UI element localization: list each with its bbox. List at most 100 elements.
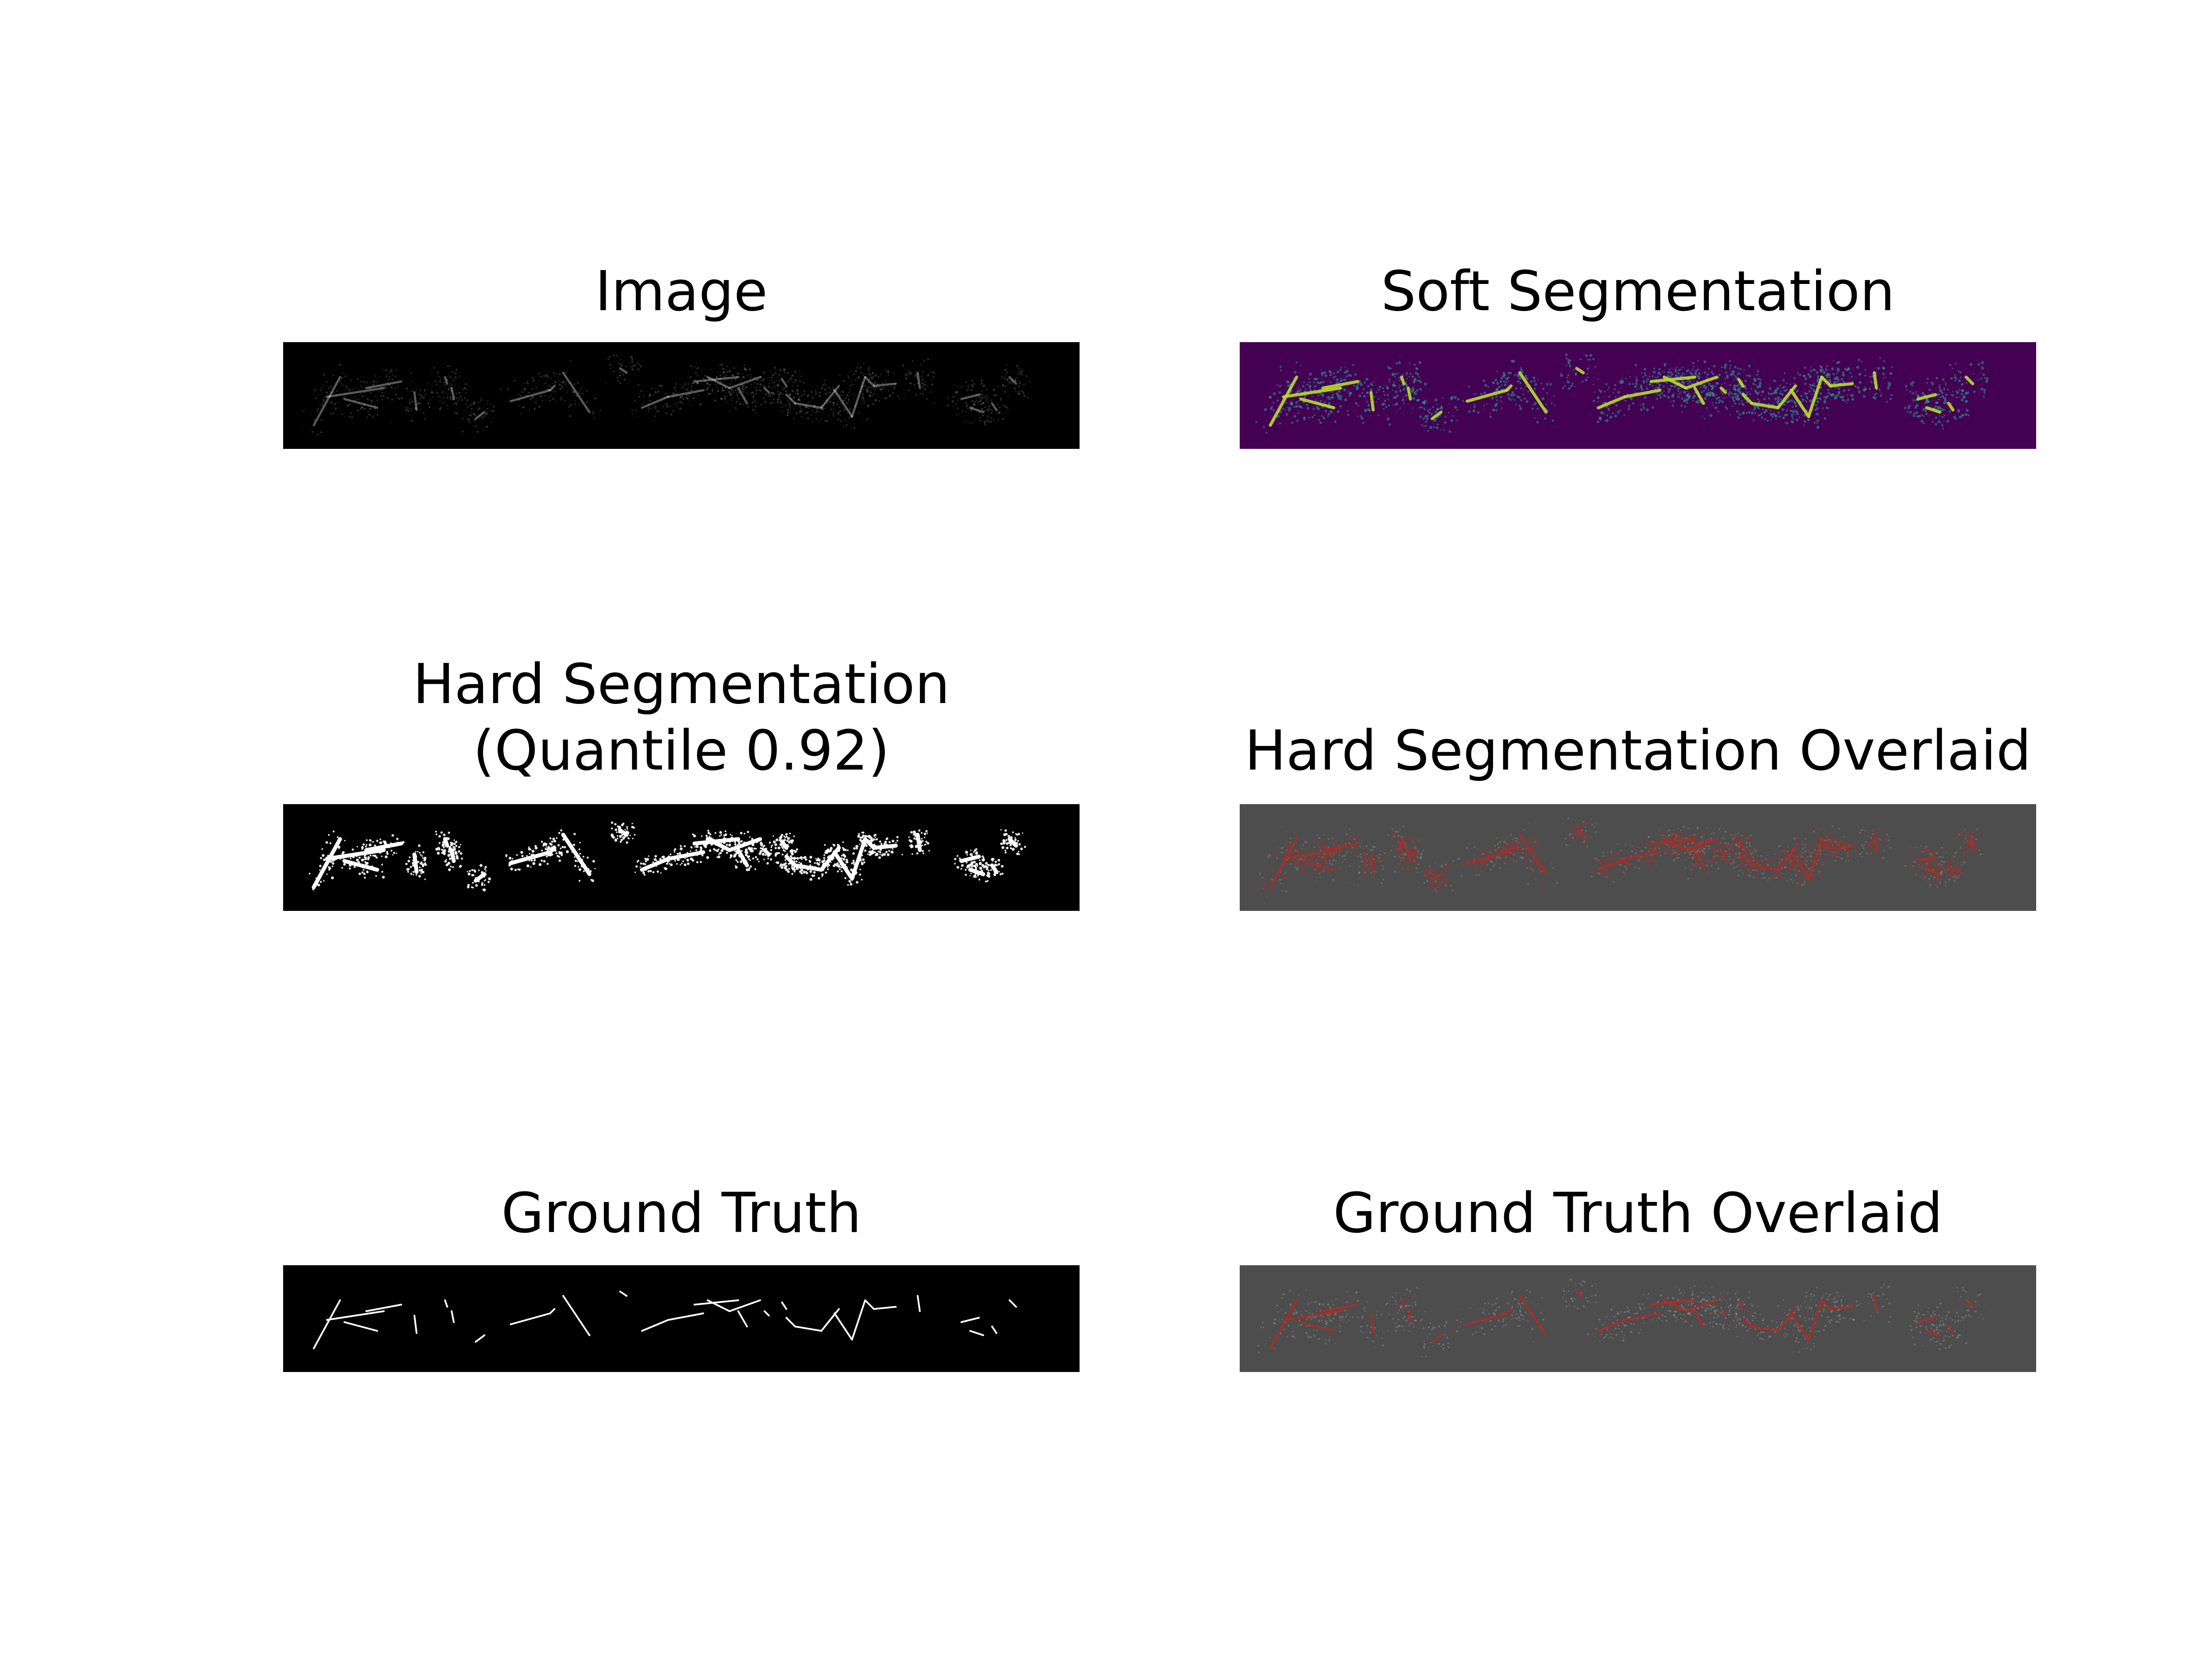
texture-dot [771, 377, 773, 378]
texture-dot [1751, 411, 1754, 415]
filament-stroke [667, 389, 705, 398]
texture-dot [592, 410, 594, 413]
texture-dot [1939, 415, 1940, 417]
texture-dot [732, 374, 734, 377]
filament-stroke [873, 382, 897, 387]
texture-dot [1726, 374, 1729, 377]
texture-dot [724, 398, 726, 400]
texture-dot [1923, 407, 1926, 410]
texture-dot [868, 369, 870, 371]
texture-dot [1725, 850, 1727, 852]
texture-dot [1584, 840, 1585, 842]
texture-dot [772, 399, 775, 401]
texture-dot [327, 431, 329, 432]
texture-dot [437, 851, 440, 855]
texture-dot [487, 881, 490, 883]
texture-dot [965, 411, 967, 413]
texture-dot [1718, 402, 1720, 404]
texture-dot [1619, 380, 1620, 382]
texture-dot [1757, 398, 1759, 400]
texture-dot [1420, 855, 1422, 857]
texture-dot [615, 838, 617, 840]
texture-dot [1851, 380, 1854, 383]
texture-dot [1773, 864, 1775, 866]
texture-dot [1383, 408, 1385, 410]
texture-dot [1324, 374, 1328, 377]
texture-dot [1553, 395, 1555, 397]
texture-dot [789, 379, 791, 381]
texture-dot [905, 374, 907, 376]
texture-dot [480, 397, 483, 399]
texture-dot [746, 868, 749, 872]
texture-dot [729, 370, 731, 372]
texture-dot [419, 402, 421, 405]
texture-dot [926, 398, 928, 400]
texture-dot [410, 873, 413, 875]
texture-dot [1777, 396, 1780, 399]
texture-dot [853, 847, 856, 850]
texture-dot [1704, 385, 1706, 387]
texture-dot [1858, 381, 1862, 384]
texture-dot [824, 420, 827, 422]
texture-dot [1495, 858, 1497, 860]
texture-dot [787, 400, 789, 402]
texture-dot [853, 393, 855, 395]
texture-dot [981, 380, 983, 382]
texture-dot [785, 868, 789, 872]
texture-dot [1697, 827, 1699, 830]
texture-dot [1395, 373, 1397, 375]
texture-dot [1627, 408, 1630, 411]
texture-dot [374, 408, 376, 410]
texture-dot [1022, 832, 1024, 834]
texture-dot [754, 868, 756, 870]
texture-dot [965, 861, 968, 864]
filament-stroke [706, 376, 731, 389]
texture-dot [1922, 422, 1925, 424]
texture-dot [1646, 387, 1648, 390]
texture-dot [1006, 372, 1008, 374]
texture-dot [1943, 388, 1946, 390]
texture-dot [522, 406, 524, 408]
texture-dot [697, 382, 699, 384]
texture-dot [719, 831, 722, 834]
texture-dot [780, 392, 782, 395]
texture-dot [480, 399, 482, 401]
texture-dot [1027, 396, 1029, 398]
texture-dot [708, 393, 710, 395]
texture-dot [975, 399, 977, 401]
texture-dot [1450, 419, 1453, 422]
texture-dot [1717, 382, 1719, 385]
filament-stroke [851, 376, 866, 418]
texture-dot [1985, 377, 1989, 380]
texture-dot [1928, 853, 1930, 854]
texture-dot [1932, 399, 1933, 401]
texture-dot [721, 364, 723, 366]
texture-dot [344, 840, 346, 842]
texture-dot [947, 404, 949, 406]
texture-dot [610, 367, 612, 369]
texture-dot [340, 377, 343, 379]
texture-dot [793, 867, 796, 869]
texture-dot [1735, 375, 1737, 377]
texture-dot [1804, 420, 1806, 423]
texture-dot [1764, 418, 1766, 420]
texture-dot [1499, 867, 1501, 869]
texture-dot [1625, 868, 1627, 870]
texture-dot [1413, 391, 1417, 394]
texture-dot [1729, 364, 1732, 367]
texture-dot [382, 369, 384, 371]
texture-dot [1967, 414, 1970, 416]
texture-dot [1804, 377, 1807, 380]
texture-dot [778, 374, 780, 376]
texture-dot [784, 862, 787, 865]
texture-dot [579, 853, 581, 855]
texture-dot [1823, 371, 1826, 374]
texture-dot [1729, 388, 1731, 390]
texture-dot [952, 406, 954, 407]
texture-dot [677, 859, 679, 861]
texture-dot [1487, 385, 1489, 388]
texture-dot [1517, 380, 1520, 383]
texture-dot [1663, 390, 1665, 392]
texture-dot [1697, 368, 1699, 371]
texture-dot [655, 388, 656, 389]
